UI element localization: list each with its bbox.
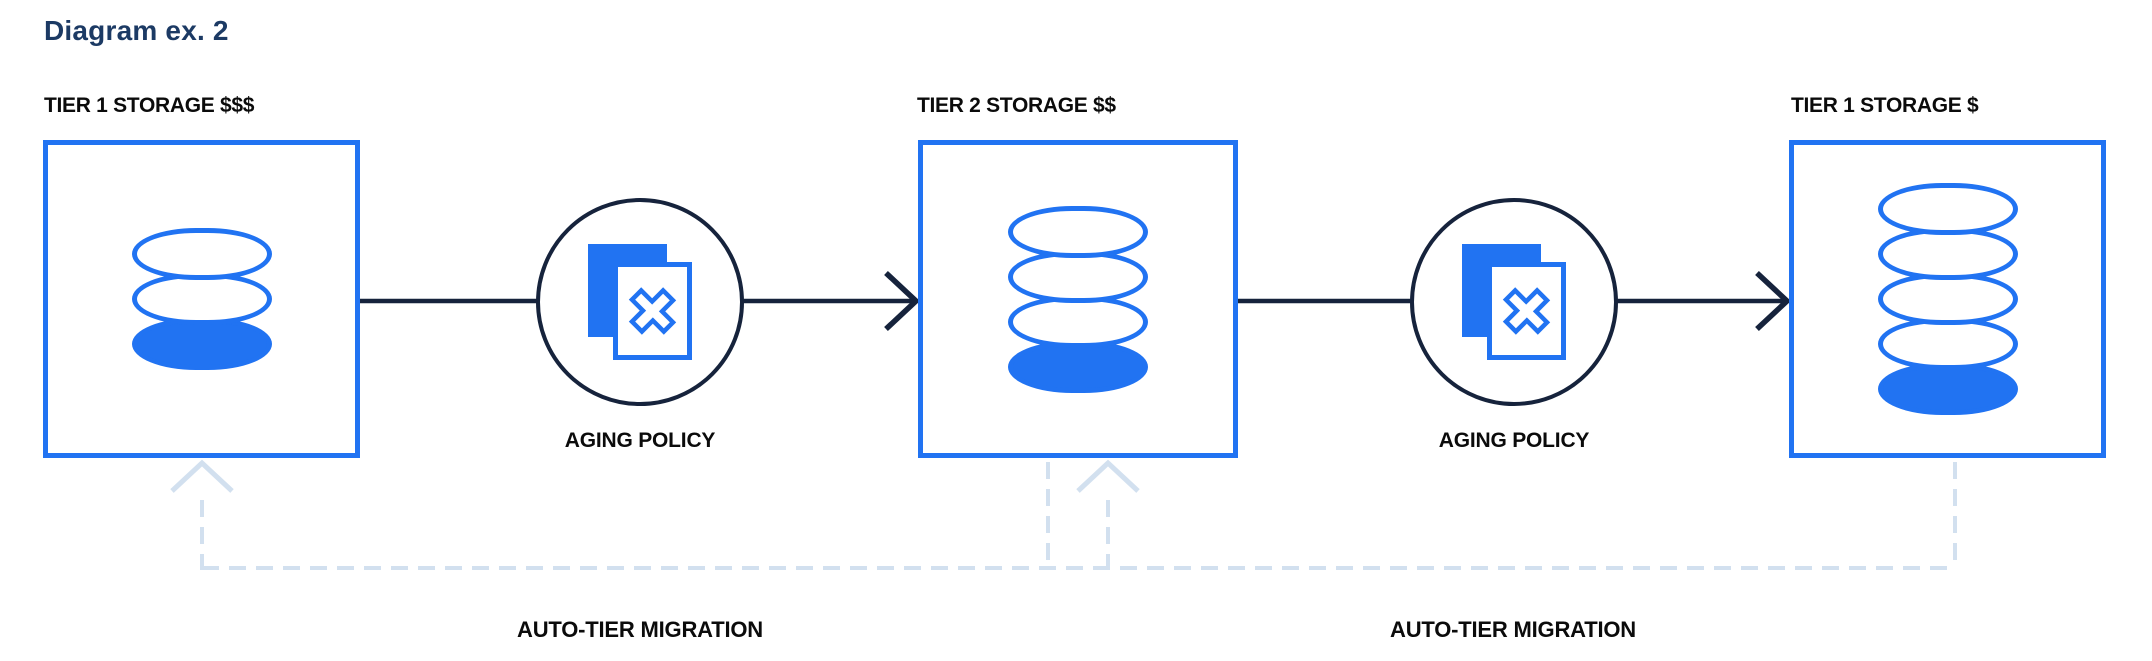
x-icon [1502, 287, 1551, 335]
disk-filled [1877, 363, 2018, 415]
tier-box-label: TIER 1 STORAGE $$$ [44, 94, 255, 117]
policy-documents-icon [1462, 244, 1566, 360]
policy-documents-icon [588, 244, 692, 360]
disk [1008, 205, 1148, 258]
database-icon [131, 228, 272, 370]
disk [1877, 273, 2018, 325]
disk [1008, 250, 1148, 303]
arrowhead-right-icon [1755, 270, 1792, 332]
database-icon [1008, 205, 1148, 393]
disk [1008, 295, 1148, 348]
x-icon [628, 287, 677, 335]
page-title: Diagram ex. 2 [44, 15, 229, 46]
auto-tier-migration-label: AUTO-TIER MIGRATION [1390, 617, 1636, 642]
disk [131, 273, 272, 325]
disk [131, 228, 272, 280]
arrowhead-up-icon [170, 459, 234, 493]
auto-tier-migration-label: AUTO-TIER MIGRATION [517, 617, 763, 642]
database-icon [1877, 183, 2018, 415]
tier-box [43, 140, 360, 458]
disk [1877, 183, 2018, 235]
tier-box-label: TIER 2 STORAGE $$ [917, 94, 1116, 117]
aging-policy-label: AGING POLICY [1438, 429, 1590, 452]
arrowhead-right-icon [884, 270, 921, 332]
arrowhead-up-icon [1076, 459, 1140, 493]
aging-policy-label: AGING POLICY [564, 429, 716, 452]
tier-box [918, 140, 1238, 458]
aging-policy-circle [536, 198, 744, 406]
disk-filled [131, 318, 272, 370]
aging-policy-circle [1410, 198, 1618, 406]
tier-box [1789, 140, 2106, 458]
disk [1877, 228, 2018, 280]
disk [1877, 318, 2018, 370]
tier-box-label: TIER 1 STORAGE $ [1791, 94, 1979, 117]
disk-filled [1008, 340, 1148, 393]
